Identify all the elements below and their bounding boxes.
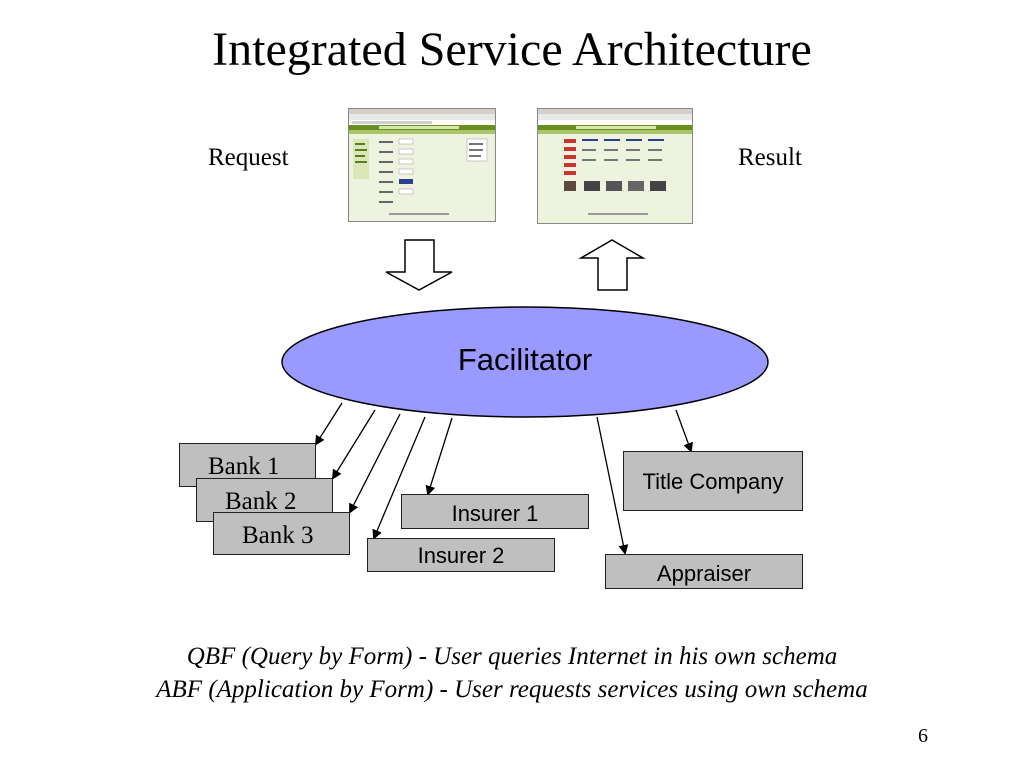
caption-qbf: QBF (Query by Form) - User queries Inter… bbox=[186, 643, 838, 670]
request-down-arrow bbox=[385, 239, 453, 291]
facilitator-label: Facilitator bbox=[457, 342, 593, 377]
result-up-arrow bbox=[578, 239, 646, 291]
bank-1-label: Bank 1 bbox=[208, 453, 280, 480]
appraiser-label: Appraiser bbox=[656, 561, 752, 586]
arrow-to-insurer-1 bbox=[425, 417, 453, 496]
appraiser-box: Appraiser bbox=[605, 554, 803, 589]
request-label: Request bbox=[208, 144, 289, 171]
insurer-1-label: Insurer 1 bbox=[451, 501, 539, 526]
insurer-2-label: Insurer 2 bbox=[417, 543, 505, 568]
insurer-2-box: Insurer 2 bbox=[367, 538, 555, 572]
request-form-screenshot bbox=[348, 108, 496, 222]
result-page-screenshot bbox=[537, 108, 693, 224]
facilitator-ellipse bbox=[281, 306, 769, 418]
page-number: 6 bbox=[918, 725, 928, 747]
arrow-to-bank-3 bbox=[349, 413, 401, 514]
insurer-1-box: Insurer 1 bbox=[401, 494, 589, 529]
arrow-to-bank-2 bbox=[331, 409, 376, 480]
bank-2-label: Bank 2 bbox=[225, 488, 297, 515]
bank-3-box: Bank 3 bbox=[213, 512, 350, 555]
caption-abf: ABF (Application by Form) - User request… bbox=[156, 676, 868, 703]
title-company-box: Title Company bbox=[623, 451, 803, 511]
result-page-thumbnail-graphic bbox=[538, 109, 692, 215]
slide-title: Integrated Service Architecture bbox=[212, 23, 812, 76]
bank-3-label: Bank 3 bbox=[242, 522, 314, 549]
request-form-thumbnail-graphic bbox=[349, 109, 495, 215]
arrow-to-appraiser bbox=[596, 416, 629, 555]
result-label: Result bbox=[738, 144, 802, 171]
arrow-to-bank-1 bbox=[314, 402, 343, 446]
title-company-label: Title Company bbox=[642, 469, 784, 494]
arrow-to-title-company bbox=[675, 409, 693, 453]
arrow-to-insurer-2 bbox=[372, 416, 426, 540]
